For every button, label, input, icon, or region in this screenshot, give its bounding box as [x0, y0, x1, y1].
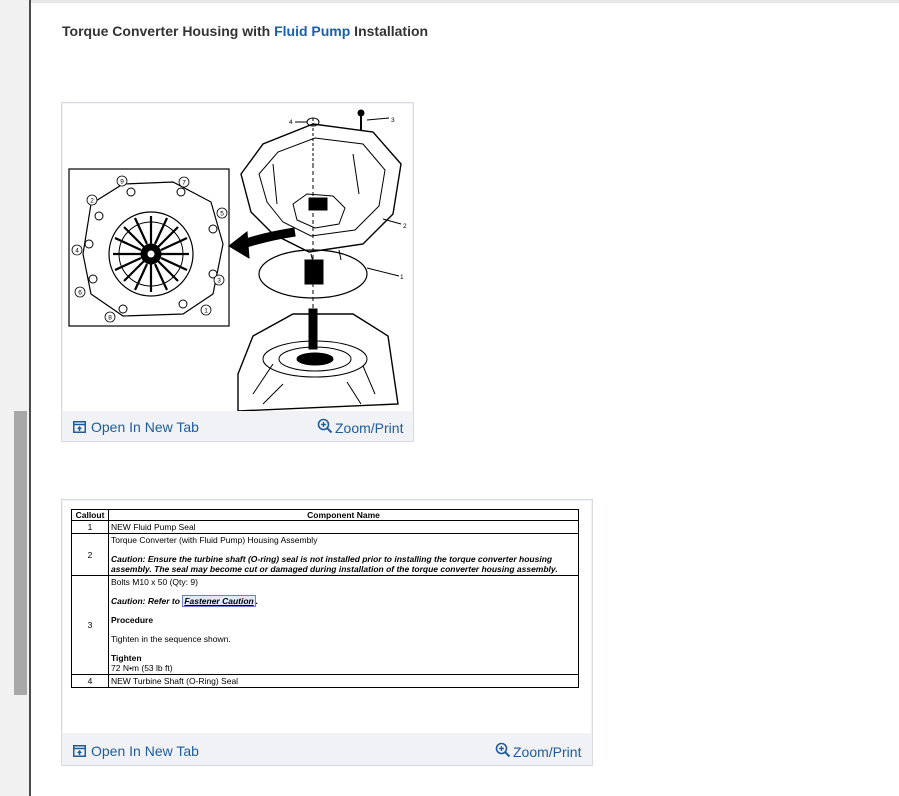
tighten-label: Tighten	[111, 653, 142, 663]
procedure-label: Procedure	[111, 615, 154, 625]
inset-number: 6	[78, 290, 82, 297]
inset-number: 7	[182, 180, 186, 187]
zoom-print-label: Zoom/Print	[335, 420, 404, 436]
installation-illustration[interactable]: 4 3 2 1 9 7 2 5 4 3 6 8 1	[63, 104, 412, 412]
table-row: 2 Torque Converter (with Fluid Pump) Hou…	[71, 533, 579, 576]
zoom-in-icon	[317, 418, 333, 434]
scrollbar-thumb[interactable]	[14, 411, 27, 695]
table-row: 1 NEW Fluid Pump Seal	[71, 520, 579, 534]
inset-number: 5	[220, 211, 224, 218]
inset-number: 1	[204, 308, 208, 315]
callout-label-4: 4	[289, 119, 293, 126]
title-prefix: Torque Converter Housing with	[62, 23, 275, 39]
callout-label-1: 1	[400, 274, 404, 281]
component-name: Bolts M10 x 50 (Qty: 9)	[111, 577, 198, 587]
caution-prefix: Caution: Refer to	[111, 596, 183, 606]
table-row: 4 NEW Turbine Shaft (O-Ring) Seal	[71, 674, 579, 688]
illustration-card: 4 3 2 1 9 7 2 5 4 3 6 8 1	[61, 102, 414, 442]
inset-number: 4	[75, 248, 79, 255]
procedure-text: Tighten in the sequence shown.	[111, 634, 231, 644]
component-cell: Torque Converter (with Fluid Pump) Housi…	[108, 533, 579, 576]
open-new-tab-label: Open In New Tab	[91, 743, 199, 759]
component-name: NEW Turbine Shaft (O-Ring) Seal	[108, 674, 579, 688]
callout-number: 2	[71, 533, 109, 576]
component-name: NEW Fluid Pump Seal	[108, 520, 579, 534]
callout-number: 1	[71, 520, 109, 534]
table-row: 3 Bolts M10 x 50 (Qty: 9) Caution: Refer…	[71, 575, 579, 675]
left-rail-divider	[29, 0, 31, 796]
inset-number: 2	[90, 198, 94, 205]
callout-label-3: 3	[391, 117, 395, 124]
callout-table-card: Callout Component Name 1 NEW Fluid Pump …	[61, 499, 593, 766]
header-callout: Callout	[71, 509, 109, 521]
page-title: Torque Converter Housing with Fluid Pump…	[62, 23, 428, 39]
callout-label-2: 2	[403, 223, 407, 230]
inset-number: 8	[108, 315, 112, 322]
fluid-pump-link[interactable]: Fluid Pump	[274, 23, 351, 39]
callout-number: 3	[71, 575, 109, 675]
fastener-caution-link[interactable]: Fastener Caution	[182, 595, 256, 607]
inset-number: 3	[217, 278, 221, 285]
open-new-tab-label: Open In New Tab	[91, 419, 199, 435]
title-suffix: Installation	[350, 23, 429, 39]
illustration-svg: 4 3 2 1 9 7 2 5 4 3 6 8 1	[68, 109, 407, 412]
component-name: Torque Converter (with Fluid Pump) Housi…	[111, 535, 318, 545]
top-divider	[31, 0, 899, 3]
table-header-row: Callout Component Name	[71, 509, 579, 521]
zoom-print-label: Zoom/Print	[513, 744, 582, 760]
open-new-tab-link[interactable]: Open In New Tab	[73, 419, 199, 435]
callout-table: Callout Component Name 1 NEW Fluid Pump …	[71, 509, 579, 688]
zoom-print-link[interactable]: Zoom/Print	[317, 416, 403, 436]
zoom-in-icon	[495, 742, 511, 758]
header-component-name: Component Name	[108, 509, 579, 521]
open-new-tab-icon	[73, 745, 86, 757]
callout-number: 4	[71, 674, 109, 688]
caution-text: Caution: Ensure the turbine shaft (O-rin…	[111, 554, 558, 574]
inset-number: 9	[120, 179, 124, 186]
zoom-print-link[interactable]: Zoom/Print	[495, 740, 581, 760]
component-cell: Bolts M10 x 50 (Qty: 9) Caution: Refer t…	[108, 575, 579, 675]
open-new-tab-link[interactable]: Open In New Tab	[73, 743, 199, 759]
tighten-value: 72 N•m (53 lb ft)	[111, 663, 173, 673]
caution-text: Caution: Refer to Fastener Caution.	[111, 595, 576, 607]
callout-table-figure[interactable]: Callout Component Name 1 NEW Fluid Pump …	[63, 501, 591, 733]
open-new-tab-icon	[73, 421, 86, 433]
caution-suffix: .	[255, 596, 259, 606]
